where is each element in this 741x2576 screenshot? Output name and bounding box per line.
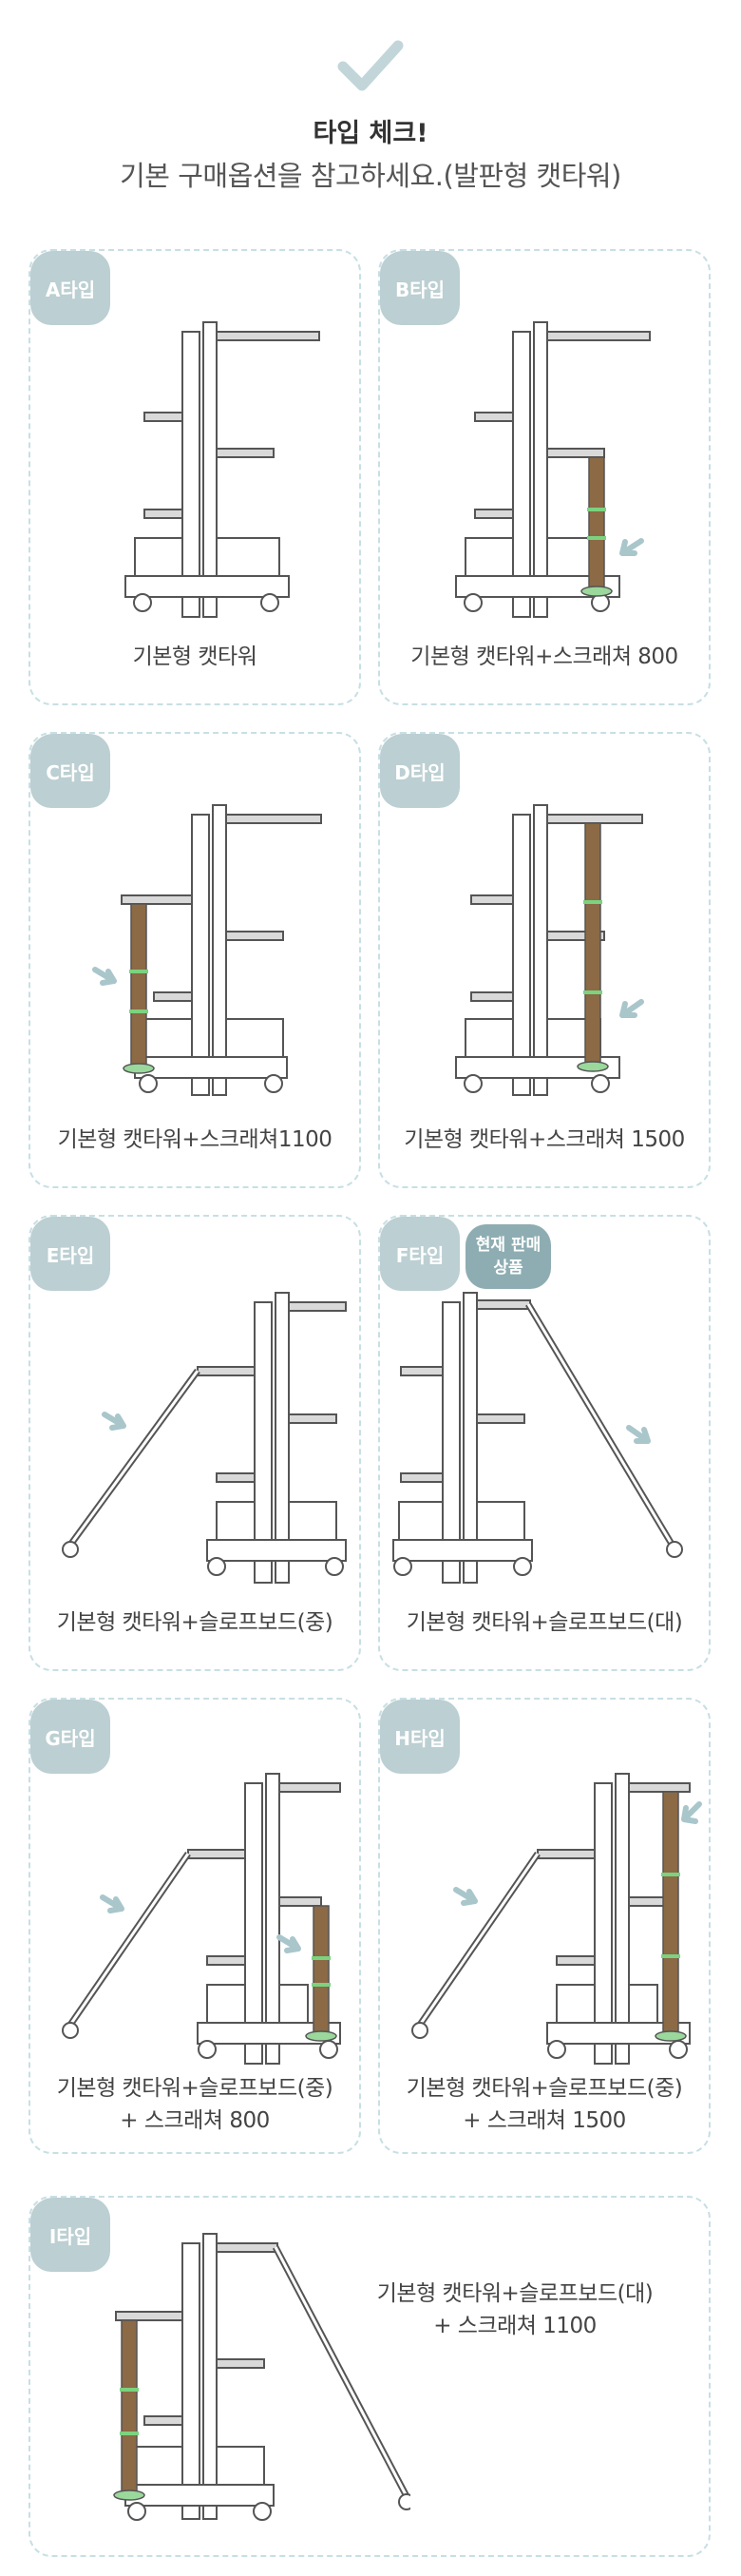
arrow-icon: [102, 1412, 126, 1431]
type-badge: A타입: [30, 251, 110, 325]
checkmark-icon: [337, 40, 404, 91]
arrow-icon: [100, 1894, 124, 1913]
type-caption: 기본형 캣타워+슬로프보드(중): [56, 1610, 333, 1635]
arrow-icon: [626, 1425, 651, 1444]
current-sale-badge: 현재 판매 상품: [466, 1224, 551, 1289]
type-badge: F타입: [380, 1217, 460, 1291]
arrow-icon: [453, 1887, 478, 1906]
arrow-icon: [681, 1801, 702, 1824]
arrow-icon: [619, 999, 644, 1018]
type-card-f[interactable]: F타입 현재 판매 상품 기본형 캣타워+슬로프보드(대): [378, 1215, 711, 1671]
cat-tower-illustration: [92, 804, 322, 1096]
type-caption: 기본형 캣타워+슬로프보드(중)+ 스크래쳐 1500: [406, 2076, 683, 2133]
type-card-a[interactable]: A타입 기본형 캣타워: [28, 249, 361, 705]
cat-tower-illustration: [392, 1292, 683, 1584]
type-badge: B타입: [380, 251, 460, 325]
type-card-d[interactable]: D타입 기본형 캣타워+스크래쳐 1500: [378, 732, 711, 1188]
scratcher-post: [584, 822, 601, 1066]
scratcher-post: [130, 903, 147, 1067]
type-caption: 기본형 캣타워+슬로프보드(대): [406, 1610, 683, 1635]
arrow-icon: [276, 1934, 301, 1953]
scratcher-post: [588, 456, 605, 589]
arrow-icon: [619, 538, 644, 556]
cat-tower-illustration: [113, 2233, 410, 2521]
type-caption: 기본형 캣타워: [132, 644, 257, 669]
type-badge: D타입: [380, 734, 460, 808]
type-card-g[interactable]: G타입 기본형 캣타워+슬로프보드(중)+ 스크래쳐 800: [28, 1698, 361, 2154]
type-card-c[interactable]: C타입 기본형 캣타워+스크래쳐1100: [28, 732, 361, 1188]
type-caption: 기본형 캣타워+스크래쳐 800: [410, 644, 678, 669]
page-subtitle: 기본 구매옵션을 참고하세요.(발판형 캣타워): [120, 160, 621, 192]
scratcher-post: [121, 2319, 138, 2494]
cat-tower-illustration: [411, 1773, 702, 2065]
type-caption: 기본형 캣타워+슬로프보드(대)+ 스크래쳐 1100: [376, 2281, 654, 2338]
cat-tower-illustration: [455, 321, 651, 618]
type-badge: E타입: [30, 1217, 110, 1291]
type-badge: C타입: [30, 734, 110, 808]
type-card-h[interactable]: H타입 기본형 캣타워+슬로프보드(중)+ 스크래쳐 1500: [378, 1698, 711, 2154]
cat-tower-illustration: [62, 1773, 341, 2065]
type-badge: I타입: [30, 2198, 110, 2272]
type-caption: 기본형 캣타워+슬로프보드(중)+ 스크래쳐 800: [56, 2076, 333, 2133]
cat-tower-illustration: [124, 321, 320, 618]
type-card-i[interactable]: I타입 기본형 캣타워+슬로프보드(대)+ 스크래쳐 1100: [28, 2196, 711, 2557]
type-badge: H타입: [380, 1700, 460, 1774]
scratcher-post: [662, 1791, 679, 2035]
type-caption: 기본형 캣타워+스크래쳐1100: [57, 1127, 332, 1152]
arrow-icon: [92, 967, 117, 986]
cat-tower-illustration: [455, 804, 644, 1096]
type-caption: 기본형 캣타워+스크래쳐 1500: [404, 1127, 685, 1152]
cat-tower-illustration: [62, 1292, 347, 1584]
scratcher-post: [313, 1905, 330, 2035]
type-card-e[interactable]: E타입 기본형 캣타워+슬로프보드(중): [28, 1215, 361, 1671]
type-badge: G타입: [30, 1700, 110, 1774]
type-card-b[interactable]: B타입 기본형 캣타워+스크래쳐 800: [378, 249, 711, 705]
page-title: 타입 체크!: [313, 119, 428, 148]
page-header: 타입 체크! 기본 구매옵션을 참고하세요.(발판형 캣타워): [0, 0, 741, 219]
